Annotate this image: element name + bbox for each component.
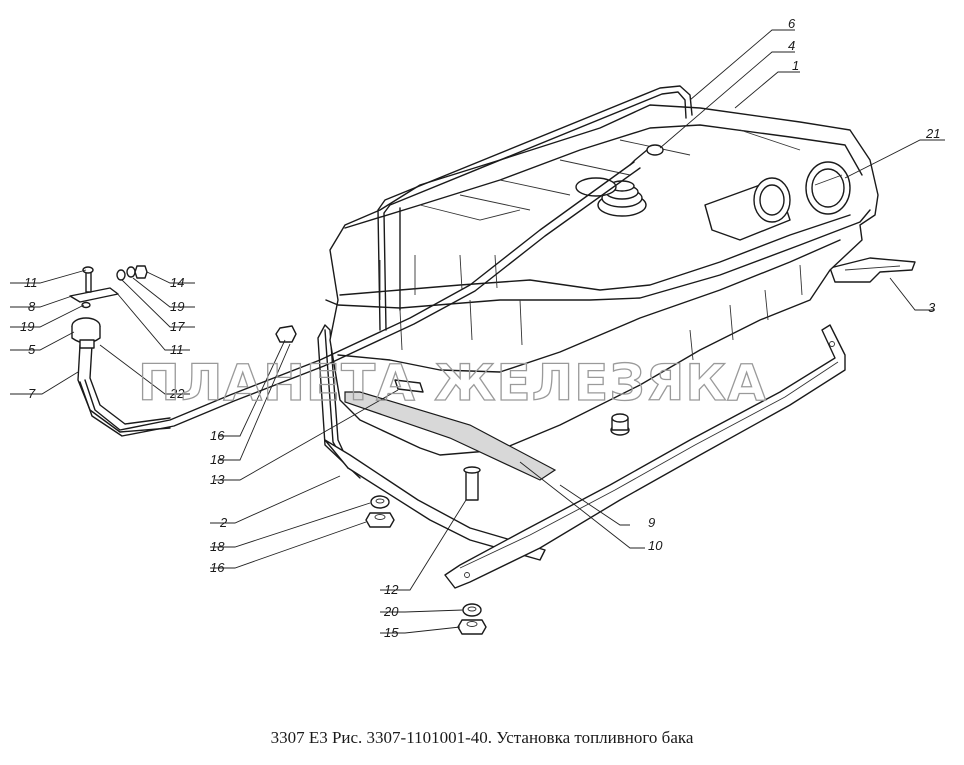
hose-fitting	[71, 317, 101, 349]
callout-7: 7	[28, 386, 36, 401]
washer-20	[462, 603, 482, 617]
callout-8: 8	[28, 299, 36, 314]
callout-6: 6	[788, 16, 796, 31]
callout-5: 5	[28, 342, 36, 357]
callout-16-a: 16	[210, 428, 225, 443]
fuel-line	[79, 161, 641, 437]
callout-2: 2	[219, 515, 228, 530]
washers-and-nut	[116, 265, 148, 281]
strap-bolt	[463, 466, 481, 501]
callout-20: 20	[383, 604, 399, 619]
callout-18-a: 18	[210, 452, 225, 467]
leader-lines	[10, 29, 945, 634]
callout-22: 22	[169, 386, 185, 401]
felt-pad	[344, 391, 557, 481]
rubber-mount	[610, 413, 630, 436]
callout-21: 21	[925, 126, 940, 141]
rear-bracket	[829, 257, 916, 283]
tank-handrail	[377, 85, 693, 331]
callout-10: 10	[648, 538, 663, 553]
watermark: ПЛАНЕТА ЖЕЛЕЗЯКА	[138, 354, 767, 412]
nut-16	[365, 512, 395, 528]
figure-caption: 3307 Е3 Рис. 3307-1101001-40. Установка …	[270, 728, 694, 747]
support-rail	[444, 324, 846, 589]
callout-18-b: 18	[210, 539, 225, 554]
washer-18	[370, 495, 390, 509]
nut-15	[457, 619, 487, 635]
filler-neck-and-cap	[704, 161, 851, 241]
callout-19-b: 19	[170, 299, 184, 314]
callout-15: 15	[384, 625, 399, 640]
mounting-bolt	[275, 325, 424, 393]
callout-14: 14	[170, 275, 184, 290]
callout-9: 9	[648, 515, 655, 530]
callout-11-a: 11	[24, 275, 38, 290]
callout-3: 3	[928, 300, 936, 315]
callout-4: 4	[788, 38, 795, 53]
callout-16-b: 16	[210, 560, 225, 575]
flexible-hose	[77, 344, 171, 433]
hose-bracket	[69, 266, 119, 309]
callout-1: 1	[792, 58, 799, 73]
callout-19-a: 19	[20, 319, 34, 334]
callout-11-b: 11	[170, 342, 184, 357]
callout-13: 13	[210, 472, 225, 487]
callout-12: 12	[384, 582, 399, 597]
callout-labels: 6 4 1 21 3 9 10 11 8 19 5 7 14 19 17 11 …	[20, 16, 940, 640]
callout-17: 17	[170, 319, 185, 334]
